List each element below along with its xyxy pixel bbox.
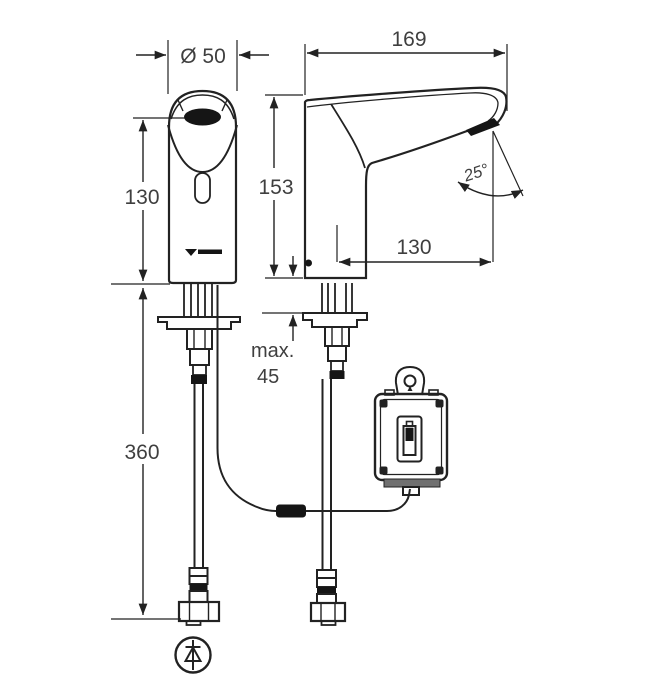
supply-hose-side [321,379,332,570]
mounting-nut-side [324,326,350,347]
dim-spout-reach-130: 130 [336,225,491,267]
box-cable-gland [402,486,420,496]
front-shroud-seam [167,124,238,174]
side-inlet-assembly [302,283,368,626]
check-valve-icon [174,636,212,674]
hanger-eyelet-icon [394,365,426,396]
dim-hose-length-360: 360 [111,288,181,620]
dim-label-max-value: 45 [257,366,279,388]
dim-label-diameter: Ø 50 [180,45,226,68]
dim-spray-angle-25: 25° [457,130,524,262]
dim-label-length: 169 [391,28,426,51]
mounting-washer-front [157,316,241,330]
battery-icon [396,415,423,463]
sensor-window [194,172,211,204]
service-hole-dot [305,259,312,267]
corner-screws [379,399,444,475]
spout-outlet-opening [184,108,221,126]
side-top-inner-line [306,92,499,122]
hose-collar-front [191,375,207,384]
control-box [373,365,449,496]
supply-hose-front [193,384,204,568]
side-body-outline [303,86,508,280]
front-inlet-assembly [157,283,241,626]
dim-deck-max-45: max. 45 [251,256,302,388]
faucet-front-view [167,89,238,285]
dim-diameter-50: Ø 50 [136,40,269,94]
dimension-annotations: Ø 50 169 153 130 360 [111,28,524,620]
aerator-outlet [466,118,500,136]
front-head-rim [170,94,235,120]
faucet-side-view [303,86,508,280]
dim-label-spout-height: 130 [124,186,159,209]
dim-label-spout-reach: 130 [396,236,431,259]
sensor-cable [216,285,411,518]
brand-logo-mark [185,249,222,256]
mounting-washer-side [302,312,368,328]
front-body-outline [167,89,238,285]
dim-label-spray-angle: 25° [461,160,492,185]
box-terminal-strip [383,478,441,488]
dim-height-153: 153 [257,94,303,279]
dim-label-max: max. [251,340,294,362]
hose-end-nut-front [177,600,221,623]
dim-spout-height-130: 130 [111,117,185,285]
side-shroud-seam [330,103,366,169]
mounting-nut-front [186,328,213,350]
head-facet-lines [177,99,228,112]
hose-collar-side [329,371,345,379]
cable-connector-plug [276,504,306,518]
threaded-shank-side [321,283,353,313]
dim-label-hose-length: 360 [124,441,159,464]
dim-label-height: 153 [258,176,293,199]
hose-end-nut-side [309,601,347,623]
dim-length-169: 169 [304,28,508,111]
threaded-shank-front [183,283,213,317]
